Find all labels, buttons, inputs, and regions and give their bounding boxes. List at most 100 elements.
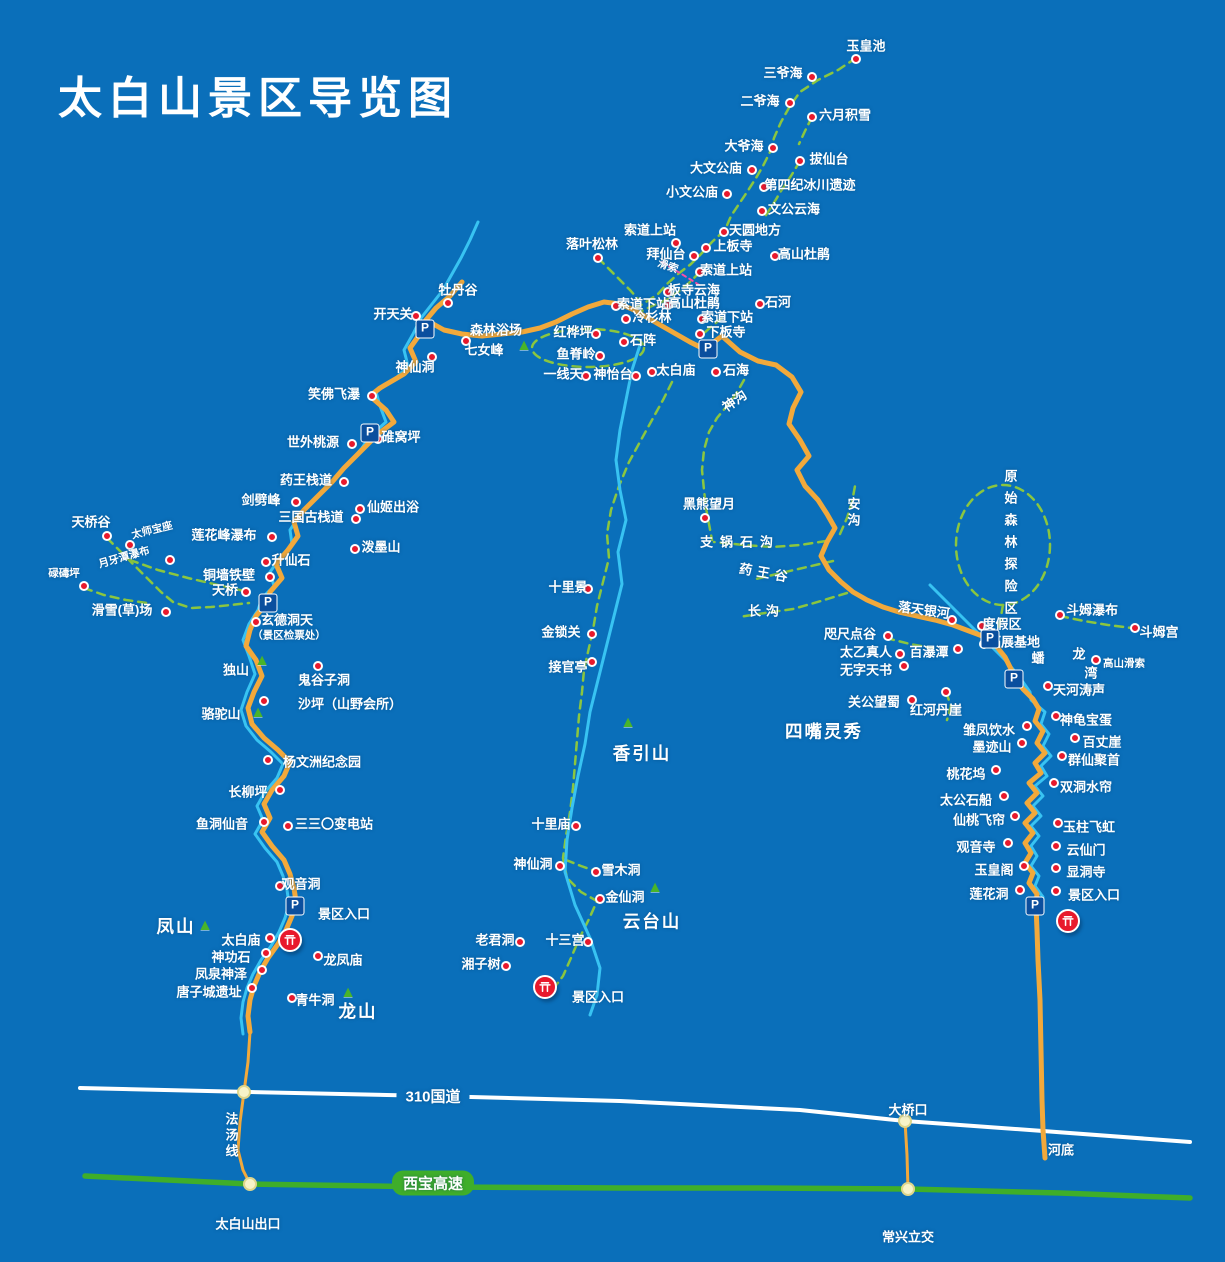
road-east-valley xyxy=(719,333,1048,1161)
poi-dot xyxy=(689,251,699,261)
road-node xyxy=(898,1114,912,1128)
poi-label: 大文公庙 xyxy=(689,160,743,176)
trail-baxiantai xyxy=(762,159,802,220)
poi-label: 冷杉林 xyxy=(632,309,672,325)
poi-label: 长沟 xyxy=(747,603,785,619)
poi-dot xyxy=(583,937,593,947)
mountain-icon: ▲ xyxy=(516,337,532,354)
poi-dot xyxy=(1015,885,1025,895)
poi-dot xyxy=(941,687,951,697)
trail-larch xyxy=(596,256,640,301)
poi-dot xyxy=(1070,733,1080,743)
poi-dot xyxy=(611,301,621,311)
poi-label: 唐子城遗址 xyxy=(176,984,242,1000)
poi-dot xyxy=(287,993,297,1003)
poi-label: 药王栈道 xyxy=(279,472,333,488)
poi-dot xyxy=(267,532,277,542)
poi-dot xyxy=(947,615,957,625)
poi-label: 鬼谷子洞 xyxy=(297,672,351,688)
poi-label: 玄德洞天 xyxy=(260,612,314,628)
poi-dot xyxy=(247,983,257,993)
poi-dot xyxy=(313,951,323,961)
poi-label: 拜仙台 xyxy=(646,246,686,262)
entrance-icon xyxy=(278,928,302,952)
poi-dot xyxy=(851,54,861,64)
poi-dot xyxy=(621,314,631,324)
poi-label: 红桦坪 xyxy=(553,324,593,340)
poi-label: 显洞寺 xyxy=(1066,864,1106,880)
poi-label: 落叶松林 xyxy=(565,236,619,252)
trail-upper-cable xyxy=(638,270,702,314)
poi-label: 滑雪(草)场 xyxy=(91,602,153,618)
poi-label: 蟠 xyxy=(1031,650,1045,666)
poi-dot xyxy=(1051,886,1061,896)
poi-dot xyxy=(1010,811,1020,821)
trail-middle-valley xyxy=(552,380,674,990)
poi-dot xyxy=(591,329,601,339)
poi-dot xyxy=(1051,841,1061,851)
poi-label: 湘子树 xyxy=(461,956,501,972)
poi-dot xyxy=(351,514,361,524)
poi-label: 铜墙铁壁 xyxy=(202,567,256,583)
poi-label: 石河 xyxy=(764,294,792,310)
poi-dot xyxy=(1091,655,1101,665)
parking-icon: P xyxy=(1025,896,1045,916)
poi-dot xyxy=(587,629,597,639)
parking-icon: P xyxy=(980,629,1000,649)
poi-dot xyxy=(350,544,360,554)
road-fatang-line xyxy=(236,1030,252,1186)
poi-label: 独山 xyxy=(222,662,250,678)
poi-label: 太白庙 xyxy=(656,362,696,378)
trail-luzhouping xyxy=(82,586,149,605)
road-changxing-link xyxy=(903,1119,910,1191)
poi-dot xyxy=(313,661,323,671)
poi-label: 高山滑索 xyxy=(1103,657,1145,670)
poi-label: 咫尺点谷 xyxy=(823,626,877,642)
poi-label: 度假区 xyxy=(982,616,1022,632)
road-310 xyxy=(78,1086,1192,1144)
poi-dot xyxy=(257,965,267,975)
poi-dot xyxy=(587,657,597,667)
poi-dot xyxy=(1043,681,1053,691)
poi-dot xyxy=(663,287,673,297)
poi-label: 景区入口 xyxy=(1067,887,1121,903)
poi-dot xyxy=(991,765,1001,775)
mountain-icon: ▲ xyxy=(250,704,266,721)
poi-dot xyxy=(999,791,1009,801)
poi-dot xyxy=(591,867,601,877)
poi-dot xyxy=(700,513,710,523)
poi-dot xyxy=(263,755,273,765)
poi-label: 杨文洲纪念园 xyxy=(282,754,362,770)
trail-xuemudong-spur xyxy=(564,858,597,873)
poi-dot xyxy=(275,881,285,891)
poi-label: 原始森林探险区 xyxy=(1002,469,1018,623)
poi-dot xyxy=(427,352,437,362)
poi-dot xyxy=(261,948,271,958)
poi-label: 玉皇阁 xyxy=(974,862,1014,878)
parking-icon: P xyxy=(698,339,718,359)
poi-dot xyxy=(755,299,765,309)
poi-dot xyxy=(125,540,135,550)
road-node xyxy=(243,1177,257,1191)
poi-dot xyxy=(515,937,525,947)
poi-label: 景区入口 xyxy=(571,989,625,1005)
poi-dot xyxy=(259,696,269,706)
poi-dot xyxy=(697,314,707,324)
poi-label: 景区入口 xyxy=(317,906,371,922)
poi-dot xyxy=(275,785,285,795)
poi-label: 天桥 xyxy=(211,582,239,598)
poi-label: 百瀑潭 xyxy=(909,644,949,660)
poi-label: 云台山 xyxy=(622,911,682,932)
poi-dot xyxy=(807,72,817,82)
poi-label: 桃花坞 xyxy=(946,766,986,782)
poi-dot xyxy=(501,961,511,971)
poi-dot xyxy=(461,336,471,346)
poi-label: 六月积雪 xyxy=(818,107,872,123)
mountain-icon: ▲ xyxy=(620,714,636,731)
poi-label: 碌碡坪 xyxy=(48,567,80,580)
poi-dot xyxy=(347,439,357,449)
poi-label: 牡丹谷 xyxy=(438,282,478,298)
poi-label: 安沟 xyxy=(845,497,861,529)
poi-dot xyxy=(102,531,112,541)
